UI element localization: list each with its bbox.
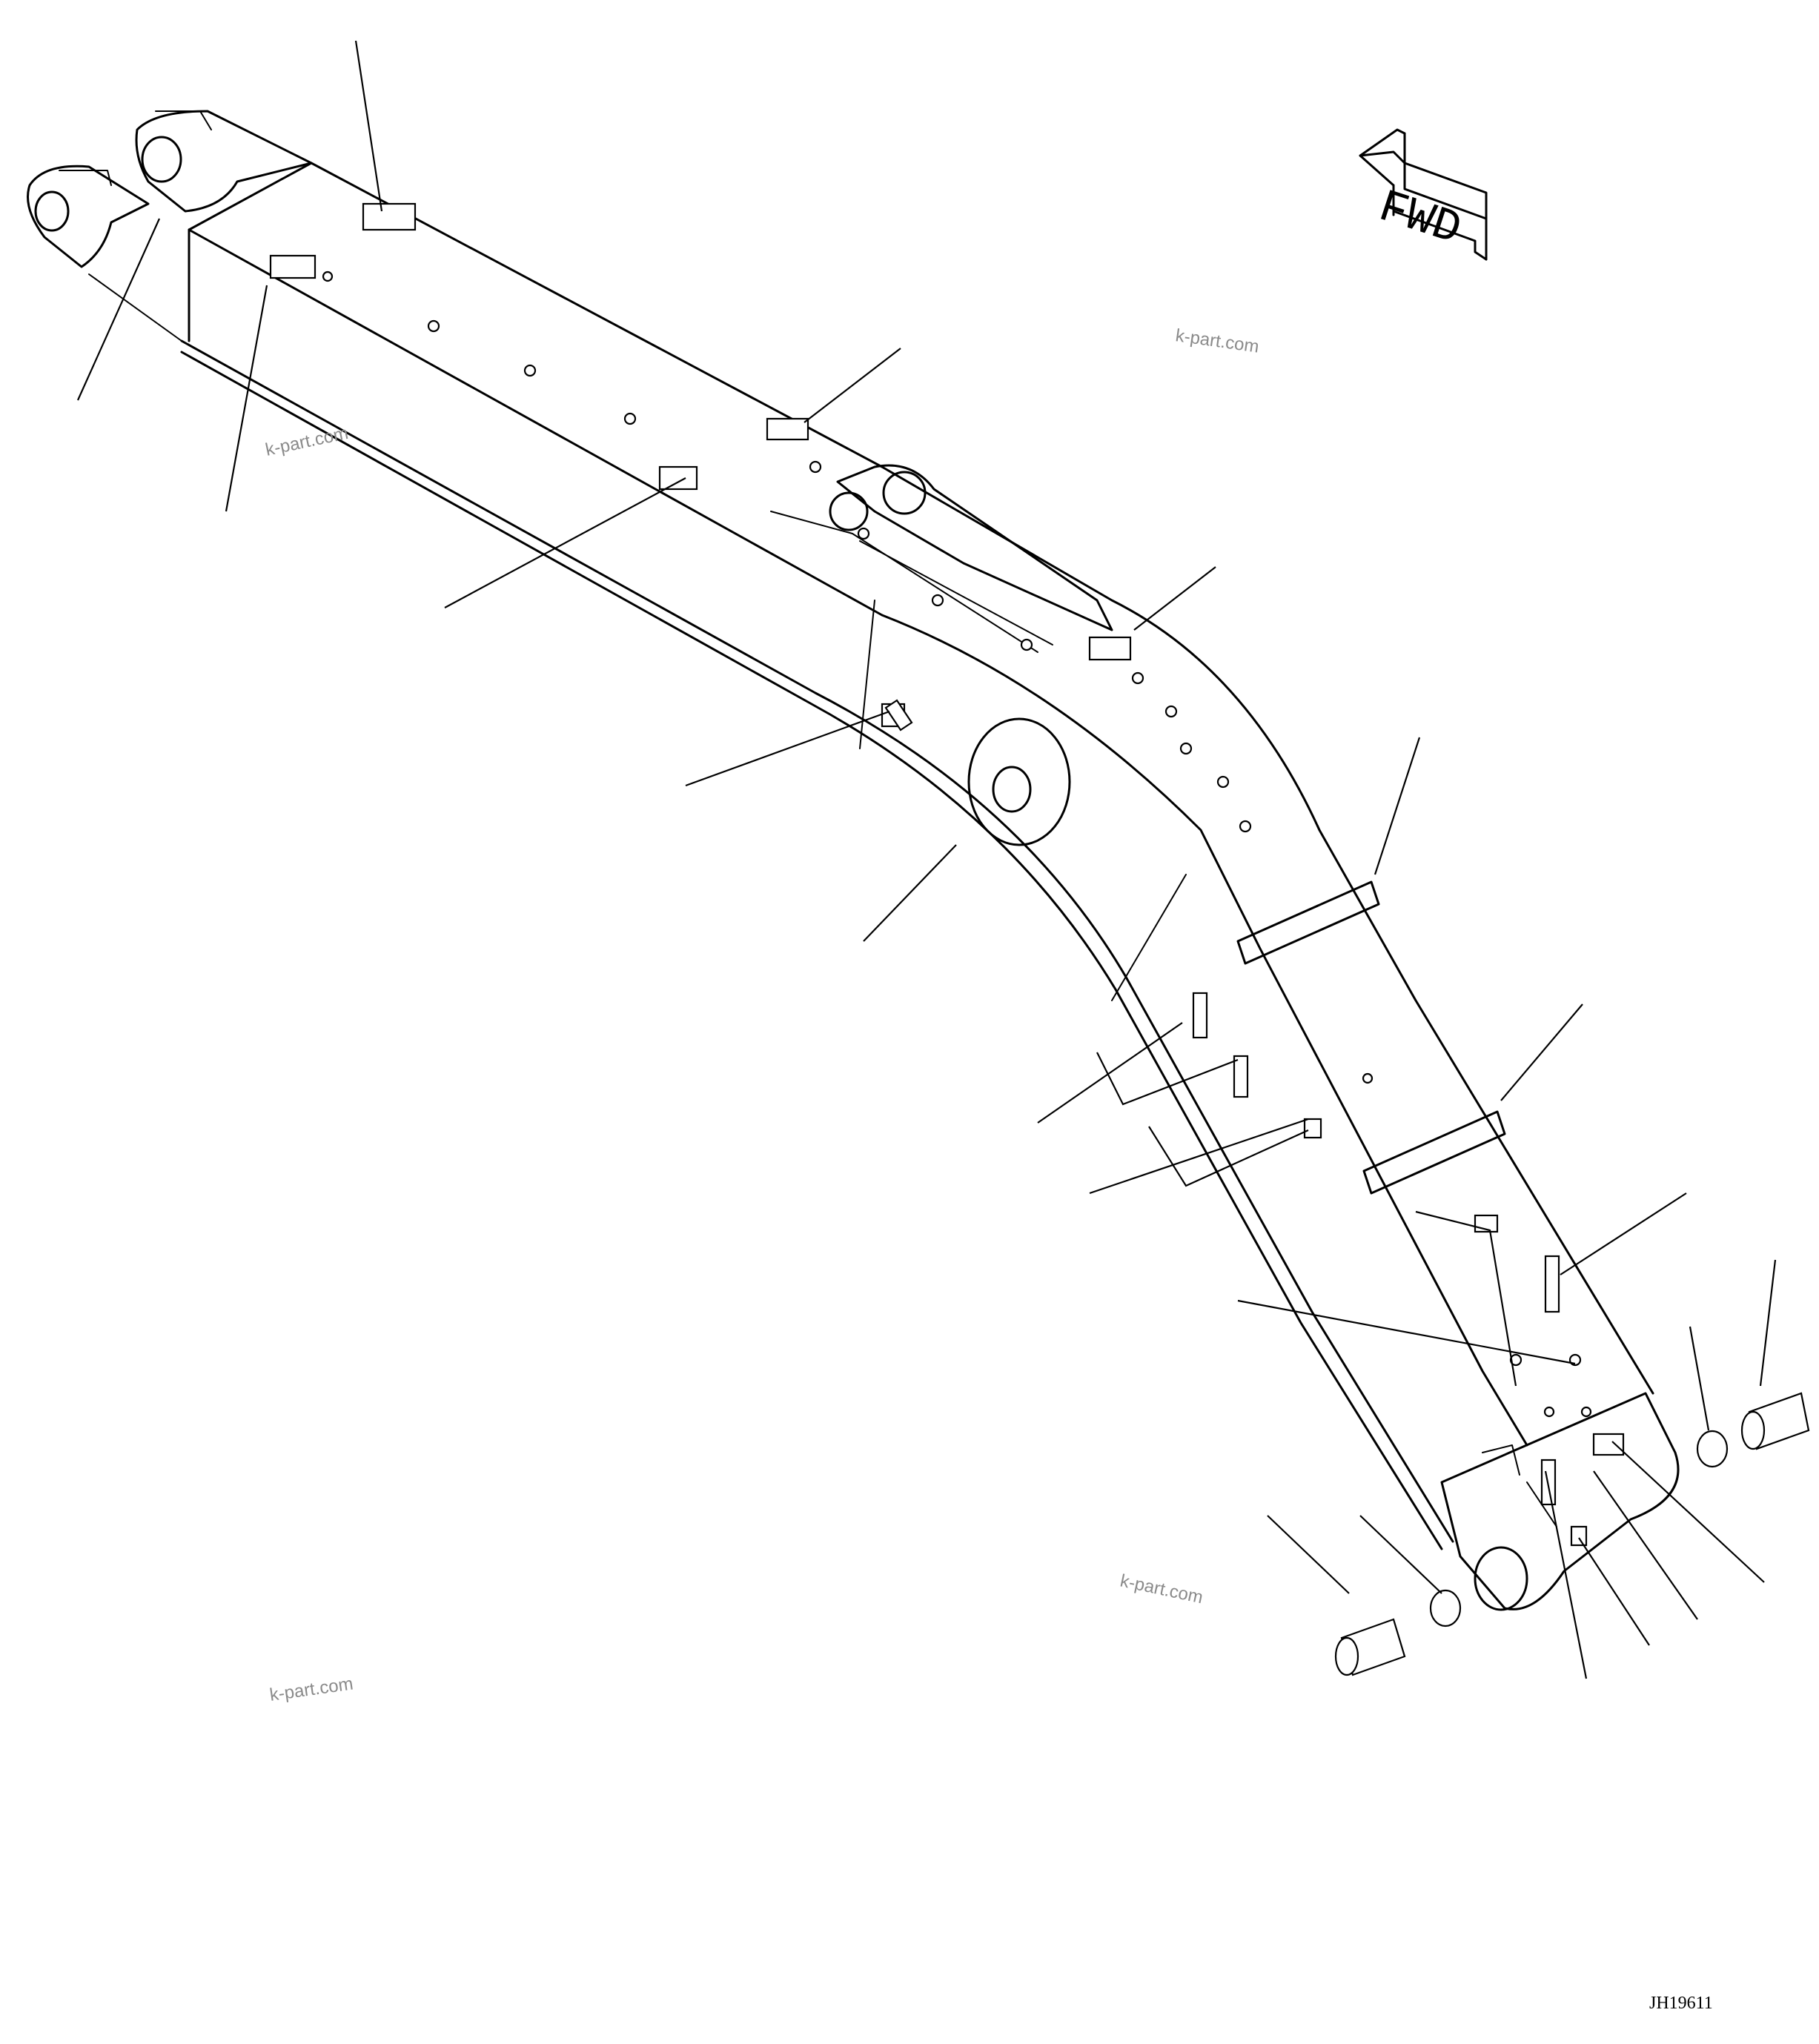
figure-code: JH19611 (1649, 1994, 1713, 2013)
loose-parts (1334, 1392, 1810, 1676)
part-block (1303, 1118, 1322, 1139)
part-block (766, 417, 809, 441)
cylinder-bracket (836, 464, 1113, 631)
part-block (658, 465, 698, 491)
boom-lower-flange (180, 339, 1454, 1543)
part-block (1570, 1525, 1588, 1547)
part-block (1544, 1255, 1560, 1313)
fwd-label: FWD (1372, 181, 1467, 256)
watermark: k-part.com (1174, 325, 1260, 357)
foot-pin-boss (967, 717, 1071, 846)
top-lug-right (135, 110, 313, 213)
cross-plate-lower (1362, 1110, 1506, 1195)
part-block (269, 254, 317, 279)
part-block (1592, 1433, 1625, 1456)
part-block (1088, 636, 1132, 661)
leader-lines (76, 40, 1777, 1679)
part-block (1192, 992, 1208, 1039)
seal-ring (1696, 1430, 1729, 1468)
watermark: k-part.com (1119, 1570, 1205, 1607)
watermark: k-part.com (264, 423, 350, 460)
boom-upper-top-plate (188, 162, 884, 468)
boom-structure (27, 110, 1680, 1611)
fwd-arrow-icon: FWD (1359, 128, 1488, 261)
cross-plate-upper (1236, 880, 1380, 965)
small-parts (269, 202, 1625, 1547)
boom-foot (1440, 1392, 1680, 1610)
part-block (362, 202, 417, 231)
top-lug-left (27, 165, 150, 268)
seal-ring (1429, 1589, 1462, 1627)
watermark: k-part.com (268, 1673, 354, 1705)
part-block (1233, 1055, 1249, 1098)
